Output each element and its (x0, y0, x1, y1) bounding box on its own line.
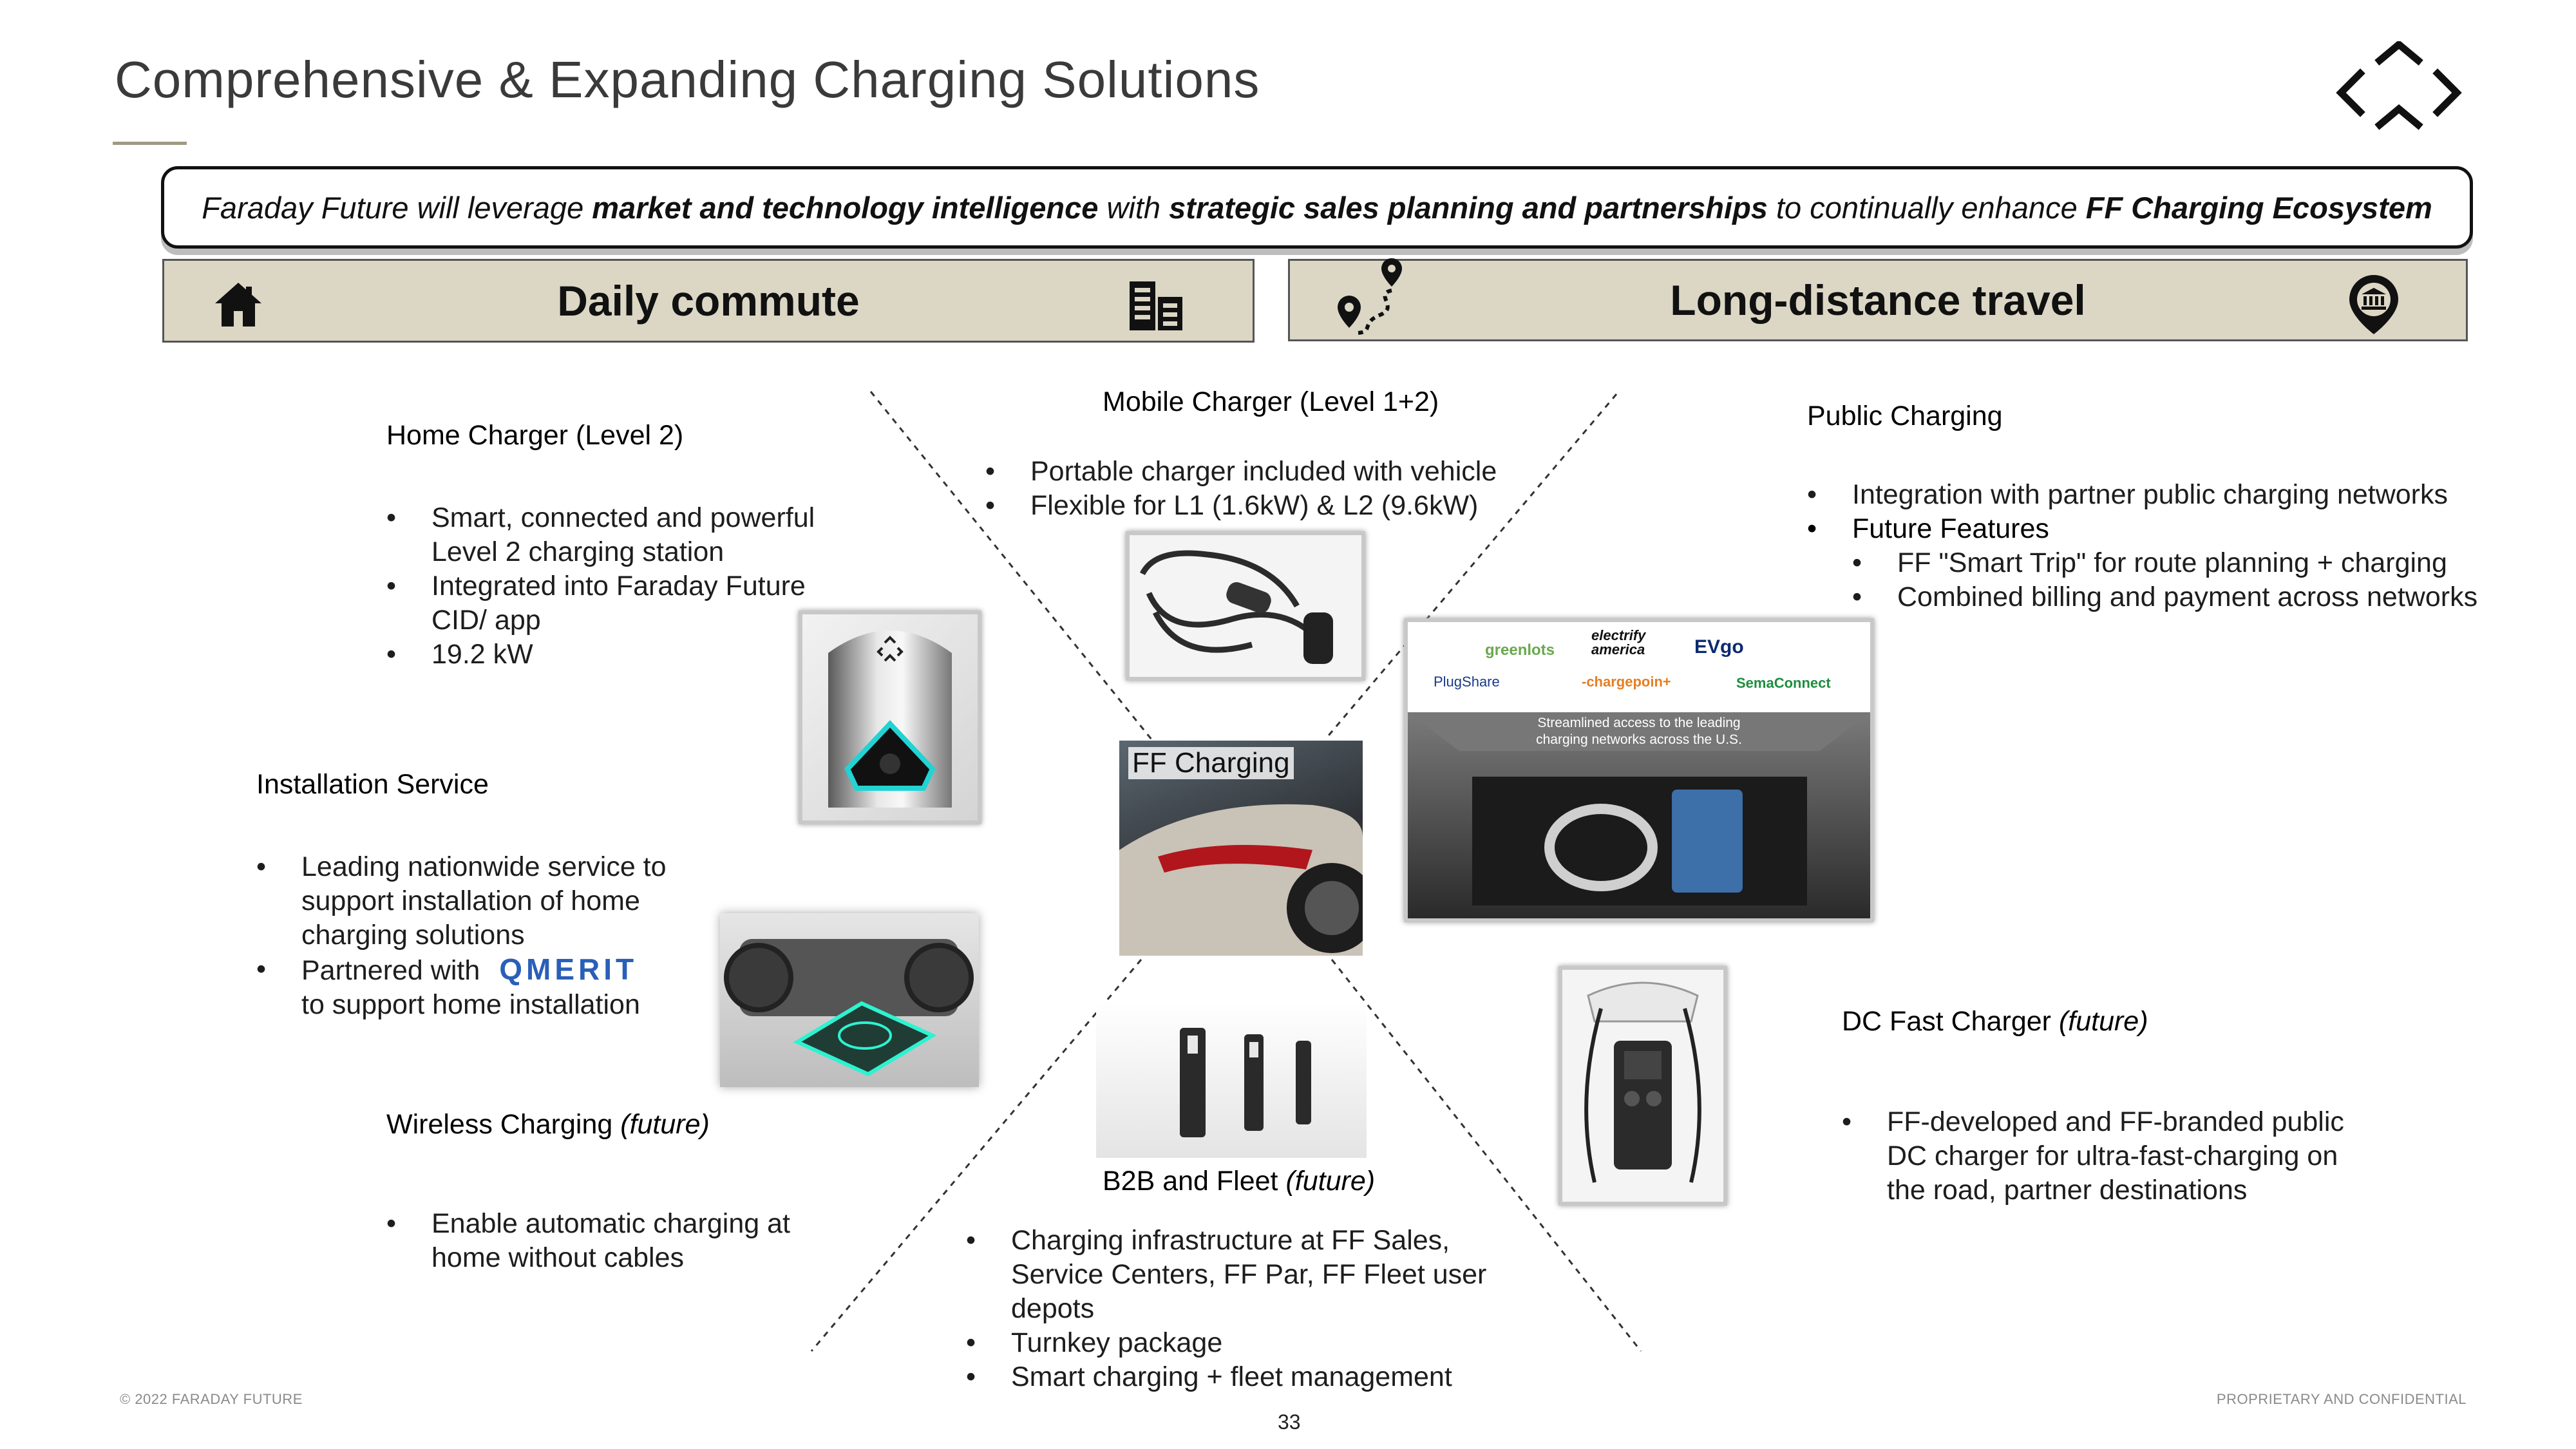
caption-line-2: charging networks across the U.S. (1536, 732, 1742, 747)
banner-bold-1: market and technology intelligence (592, 190, 1099, 225)
list-item: Leading nationwide service to support in… (256, 850, 707, 952)
mobile-charger-image (1126, 531, 1365, 681)
list-item: Flexible for L1 (1.6kW) & L2 (9.6kW) (985, 489, 1565, 523)
list-item: Smart, connected and powerful Level 2 ch… (386, 501, 837, 569)
ff-charging-label: FF Charging (1128, 747, 1294, 779)
long-distance-header: Long-distance travel (1288, 258, 2468, 341)
faraday-future-logo (2336, 41, 2462, 130)
strategy-banner: Faraday Future will leverage market and … (161, 166, 2473, 249)
caption-line-1: Streamlined access to the leading (1537, 715, 1741, 730)
daily-commute-label: Daily commute (557, 277, 860, 325)
banner-text-1: Faraday Future will leverage (202, 190, 592, 225)
chargepoint-logo: -chargepoin+ (1582, 674, 1671, 690)
b2b-chargers-image (1096, 1002, 1367, 1158)
list-item: Smart charging + fleet management (966, 1360, 1501, 1394)
list-item: Enable automatic charging at home withou… (386, 1207, 799, 1275)
banner-text-3: to continually enhance (1767, 190, 2086, 225)
dc-heading-text: DC Fast Charger (1842, 1006, 2051, 1037)
list-item: Charging infrastructure at FF Sales, Ser… (966, 1224, 1501, 1326)
home-charger-bullets: Smart, connected and powerful Level 2 ch… (386, 501, 837, 672)
greenlots-logo: greenlots (1485, 641, 1555, 659)
future-note: (future) (620, 1109, 710, 1140)
list-item: Future Features FF "Smart Trip" for rout… (1807, 512, 2483, 614)
future-features-label: Future Features (1852, 513, 2049, 544)
banner-bold-3: FF Charging Ecosystem (2085, 190, 2432, 225)
networks-caption: Streamlined access to the leading chargin… (1408, 715, 1870, 748)
destination-pin-icon (2349, 275, 2398, 334)
list-item: FF "Smart Trip" for route planning + cha… (1852, 546, 2483, 580)
wireless-bullets: Enable automatic charging at home withou… (386, 1207, 799, 1275)
list-item: Combined billing and payment across netw… (1852, 580, 2483, 614)
confidential-footer: PROPRIETARY AND CONFIDENTIAL (2216, 1391, 2467, 1407)
future-features-list: FF "Smart Trip" for route planning + cha… (1852, 546, 2483, 614)
wireless-pad-image (720, 913, 979, 1087)
b2b-heading-text: B2B and Fleet (1103, 1166, 1278, 1197)
dc-fast-charger-image (1558, 966, 1727, 1206)
list-item: 19.2 kW (386, 638, 837, 672)
public-networks-image: greenlots electrify america EVgo PlugSha… (1404, 618, 1874, 922)
partner-prefix: Partnered with (301, 955, 480, 986)
list-item: Portable charger included with vehicle (985, 455, 1565, 489)
mobile-charger-heading: Mobile Charger (Level 1+2) (1103, 386, 1439, 417)
route-map-icon (1338, 258, 1402, 335)
long-distance-label: Long-distance travel (1670, 276, 2086, 324)
list-item: Integration with partner public charging… (1807, 478, 2483, 512)
installation-heading: Installation Service (256, 769, 489, 800)
public-charging-bullets: Integration with partner public charging… (1807, 478, 2483, 614)
b2b-heading: B2B and Fleet (future) (1103, 1166, 1375, 1197)
mobile-charger-bullets: Portable charger included with vehicle F… (985, 455, 1565, 523)
page-number: 33 (1278, 1410, 1301, 1434)
banner-bold-2: strategic sales planning and partnership… (1169, 190, 1768, 225)
wireless-heading-text: Wireless Charging (386, 1109, 613, 1140)
banner-text-2: with (1098, 190, 1170, 225)
list-item: Turnkey package (966, 1326, 1501, 1360)
copyright-footer: © 2022 FARADAY FUTURE (120, 1391, 303, 1407)
dc-fast-charger-bullets: FF-developed and FF-branded public DC ch… (1842, 1105, 2370, 1208)
dc-fast-charger-heading: DC Fast Charger (future) (1842, 1006, 2148, 1037)
evgo-logo: EVgo (1694, 636, 1744, 658)
installation-bullets: Leading nationwide service to support in… (256, 850, 707, 1022)
page-title: Comprehensive & Expanding Charging Solut… (115, 51, 1260, 108)
home-charger-image (799, 611, 981, 824)
list-item: FF-developed and FF-branded public DC ch… (1842, 1105, 2370, 1208)
public-charging-heading: Public Charging (1807, 401, 2003, 431)
partner-suffix: to support home installation (301, 989, 640, 1020)
house-icon (215, 283, 261, 327)
title-underline (113, 142, 187, 145)
daily-commute-header: Daily commute (162, 259, 1255, 343)
future-note: (future) (1285, 1166, 1376, 1197)
future-note: (future) (2058, 1006, 2148, 1037)
qmerit-logo: QMERIT (499, 952, 638, 986)
semaconnect-logo: SemaConnect (1736, 675, 1831, 691)
home-charger-heading: Home Charger (Level 2) (386, 420, 684, 451)
car-interior-panel: Streamlined access to the leading chargin… (1408, 712, 1870, 918)
list-item: Integrated into Faraday Future CID/ app (386, 569, 837, 638)
plugshare-logo: PlugShare (1434, 674, 1500, 690)
electrify-america-logo: electrify america (1591, 627, 1646, 658)
buildings-icon (1130, 281, 1182, 330)
b2b-bullets: Charging infrastructure at FF Sales, Ser… (966, 1224, 1501, 1394)
wireless-heading: Wireless Charging (future) (386, 1109, 710, 1141)
